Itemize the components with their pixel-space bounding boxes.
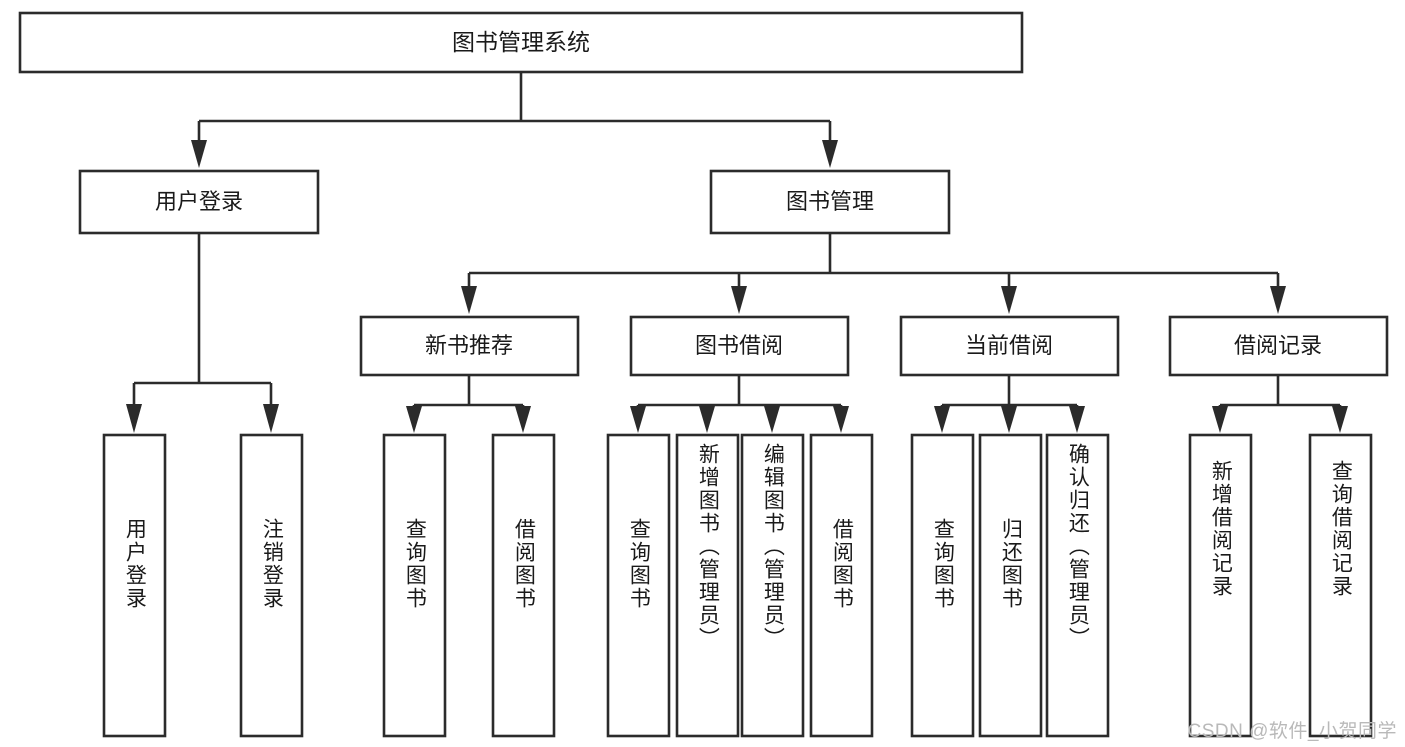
leaf-node-query-book-borrow[interactable] — [606, 433, 671, 738]
connector-borrowrecord-to-leaves — [1212, 375, 1348, 433]
arrow-head-icon — [1069, 406, 1085, 433]
arrow-head-icon — [1001, 406, 1017, 433]
node-book-borrow-label: 图书借阅 — [695, 333, 783, 358]
node-user-login-label: 用户登录 — [155, 189, 243, 214]
node-current-borrow[interactable]: 当前借阅 — [899, 315, 1120, 377]
arrow-head-icon — [1212, 406, 1228, 433]
leaf-node-edit-book-admin[interactable] — [740, 433, 805, 738]
leaf-node-add-borrow-record[interactable] — [1188, 433, 1253, 738]
arrow-head-icon — [833, 406, 849, 433]
leaf-node-query-book-recommend[interactable] — [382, 433, 447, 738]
arrow-head-icon — [764, 406, 780, 433]
leaf-node-user-login-action[interactable] — [102, 433, 167, 738]
node-book-borrow[interactable]: 图书借阅 — [629, 315, 850, 377]
connector-bookborrow-to-leaves — [630, 375, 849, 433]
leaf-node-borrow-book-recommend[interactable] — [491, 433, 556, 738]
leaf-node-add-book-admin[interactable] — [675, 433, 740, 738]
arrow-head-icon — [263, 404, 279, 433]
node-root-label: 图书管理系统 — [452, 29, 590, 55]
arrow-head-icon — [191, 140, 207, 168]
node-book-management[interactable]: 图书管理 — [709, 169, 951, 235]
node-borrow-record-label: 借阅记录 — [1234, 333, 1322, 358]
arrow-head-icon — [461, 286, 477, 314]
connector-bookmgmt-to-level3 — [461, 233, 1286, 314]
node-current-borrow-label: 当前借阅 — [965, 333, 1053, 358]
leaf-node-confirm-return-admin[interactable] — [1045, 433, 1110, 738]
leaf-node-borrow-book[interactable] — [809, 433, 874, 738]
watermark-text: CSDN @软件_小贺同学 — [1187, 721, 1397, 742]
arrow-head-icon — [699, 406, 715, 433]
connector-newbook-to-leaves — [406, 375, 531, 433]
connector-currentborrow-to-leaves — [934, 375, 1085, 433]
arrow-head-icon — [515, 406, 531, 433]
node-root-system[interactable]: 图书管理系统 — [18, 11, 1024, 74]
arrow-head-icon — [731, 286, 747, 314]
arrow-head-icon — [1270, 286, 1286, 314]
connector-userlogin-to-leaves — [126, 233, 279, 433]
leaf-node-logout[interactable] — [239, 433, 304, 738]
arrow-head-icon — [406, 406, 422, 433]
arrow-head-icon — [1332, 406, 1348, 433]
leaf-node-query-book-current[interactable] — [910, 433, 975, 738]
node-new-book-recommend[interactable]: 新书推荐 — [359, 315, 580, 377]
node-new-book-recommend-label: 新书推荐 — [425, 333, 513, 358]
connector-root-to-level2 — [191, 72, 838, 168]
arrow-head-icon — [934, 406, 950, 433]
leaf-node-return-book[interactable] — [978, 433, 1043, 738]
arrow-head-icon — [630, 406, 646, 433]
node-book-management-label: 图书管理 — [786, 189, 874, 214]
leaf-node-query-borrow-record[interactable] — [1308, 433, 1373, 738]
node-user-login[interactable]: 用户登录 — [78, 169, 320, 235]
arrow-head-icon — [1001, 286, 1017, 314]
arrow-head-icon — [126, 404, 142, 433]
node-borrow-record[interactable]: 借阅记录 — [1168, 315, 1389, 377]
arrow-head-icon — [822, 140, 838, 168]
